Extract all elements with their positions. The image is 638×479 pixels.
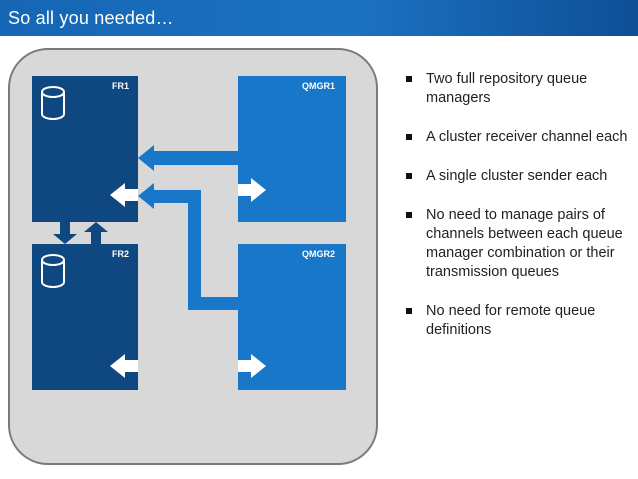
- receiver-arrow-fr1: [110, 183, 138, 207]
- square-bullet-icon: [406, 76, 412, 82]
- sender-arrow-fr1-fr2: [53, 222, 77, 244]
- receiver-arrow-qmgr1: [238, 178, 266, 202]
- sender-arrow-qmgr2-fr1: [138, 183, 240, 310]
- receiver-arrow-fr2: [110, 354, 138, 378]
- square-bullet-icon: [406, 173, 412, 179]
- bullet-item: No need for remote queue definitions: [400, 302, 630, 340]
- header-bar: So all you needed…: [0, 0, 638, 36]
- qm-label-qmgr2: QMGR2: [302, 249, 336, 259]
- square-bullet-icon: [406, 308, 412, 314]
- bullet-item: Two full repository queue managers: [400, 70, 630, 108]
- square-bullet-icon: [406, 134, 412, 140]
- bullet-item: A cluster receiver channel each: [400, 128, 630, 147]
- bullet-item: No need to manage pairs of channels betw…: [400, 206, 630, 282]
- qm-label-fr1: FR1: [112, 81, 130, 91]
- page-title: So all you needed…: [8, 8, 174, 28]
- bullet-list: Two full repository queue managers A clu…: [400, 70, 630, 360]
- database-icon: [41, 254, 65, 288]
- qm-label-fr2: FR2: [112, 249, 130, 259]
- database-icon: [41, 86, 65, 120]
- sender-arrow-qmgr1-fr1: [138, 145, 240, 171]
- receiver-arrow-qmgr2: [238, 354, 266, 378]
- bullet-item: A single cluster sender each: [400, 167, 630, 186]
- qm-label-qmgr1: QMGR1: [302, 81, 336, 91]
- sender-arrow-fr2-fr1: [84, 222, 108, 244]
- square-bullet-icon: [406, 212, 412, 218]
